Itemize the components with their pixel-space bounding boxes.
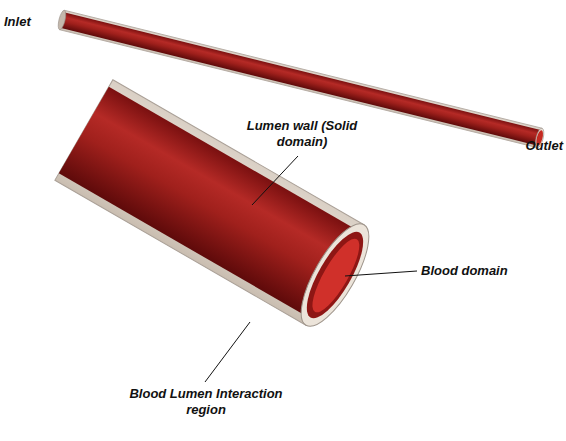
label: Lumen wall (Solid domain): [232, 118, 372, 151]
label: Blood domain: [421, 263, 541, 279]
label: Inlet: [4, 14, 54, 30]
leader-line: [252, 156, 298, 205]
label: Outlet: [519, 138, 563, 154]
leader-line: [345, 271, 417, 276]
leader-line: [205, 322, 250, 382]
leader-lines: [205, 156, 417, 382]
zoomed-vessel: [55, 80, 381, 335]
label: Blood Lumen Interaction region: [128, 386, 284, 419]
